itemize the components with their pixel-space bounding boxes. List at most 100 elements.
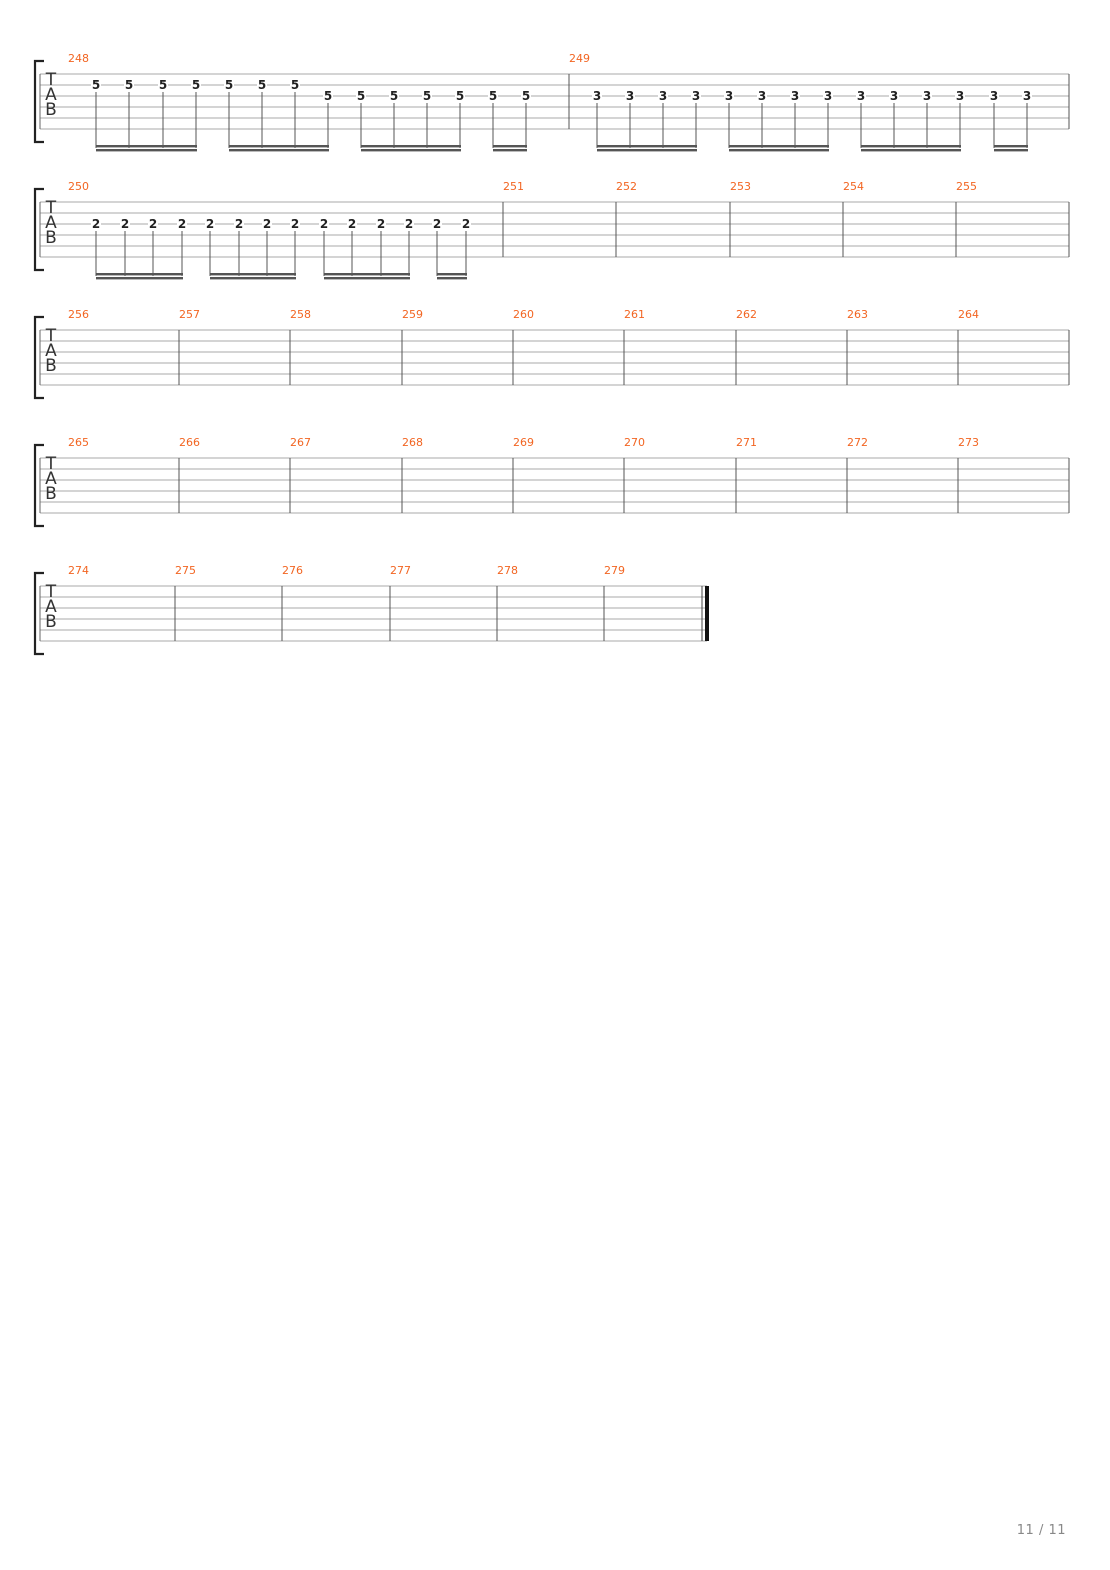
measure-number: 253	[730, 180, 751, 193]
final-barline	[705, 586, 709, 641]
fret-background	[658, 90, 668, 102]
fret-background	[521, 90, 531, 102]
fret-background	[234, 218, 244, 230]
fret-number: 5	[522, 89, 530, 103]
fret-background	[91, 218, 101, 230]
fret-background	[257, 79, 267, 91]
note-beam	[729, 145, 829, 148]
measure-number: 257	[179, 308, 200, 321]
fret-number: 3	[791, 89, 799, 103]
fret-background	[955, 90, 965, 102]
measure-number: 256	[68, 308, 89, 321]
fret-background	[224, 79, 234, 91]
fret-background	[389, 90, 399, 102]
fret-number: 3	[626, 89, 634, 103]
tab-clef-letter: A	[45, 341, 57, 361]
fret-number: 2	[348, 217, 356, 231]
fret-number: 2	[206, 217, 214, 231]
measure-number: 267	[290, 436, 311, 449]
fret-number: 5	[423, 89, 431, 103]
fret-number: 5	[291, 78, 299, 92]
measure-number: 278	[497, 564, 518, 577]
measure-number: 265	[68, 436, 89, 449]
measure-number: 269	[513, 436, 534, 449]
fret-background	[790, 90, 800, 102]
note-beam	[994, 145, 1028, 148]
fret-background	[461, 218, 471, 230]
system-bracket	[33, 315, 44, 400]
fret-number: 2	[149, 217, 157, 231]
fret-number: 5	[125, 78, 133, 92]
measure-number: 271	[736, 436, 757, 449]
fret-background	[691, 90, 701, 102]
fret-background	[422, 90, 432, 102]
fret-number: 2	[178, 217, 186, 231]
note-beam	[210, 277, 296, 280]
note-beam	[861, 149, 961, 152]
note-beam	[437, 273, 467, 276]
measure-number: 274	[68, 564, 89, 577]
fret-background	[262, 218, 272, 230]
tab-clef-letter: B	[45, 100, 57, 120]
tab-clef-letter: B	[45, 484, 57, 504]
fret-number: 2	[291, 217, 299, 231]
fret-background	[290, 79, 300, 91]
fret-background	[148, 218, 158, 230]
fret-number: 5	[192, 78, 200, 92]
note-beam	[229, 149, 329, 152]
fret-number: 5	[489, 89, 497, 103]
fret-number: 5	[456, 89, 464, 103]
fret-number: 3	[990, 89, 998, 103]
fret-background	[455, 90, 465, 102]
fret-background	[376, 218, 386, 230]
note-beam	[96, 277, 183, 280]
fret-number: 3	[593, 89, 601, 103]
tab-clef-letter: A	[45, 469, 57, 489]
page-number: 11 / 11	[1016, 1523, 1066, 1538]
fret-background	[158, 79, 168, 91]
fret-background	[823, 90, 833, 102]
fret-number: 3	[725, 89, 733, 103]
fret-background	[432, 218, 442, 230]
fret-number: 3	[659, 89, 667, 103]
measure-number: 252	[616, 180, 637, 193]
measure-number: 272	[847, 436, 868, 449]
fret-background	[404, 218, 414, 230]
fret-number: 2	[377, 217, 385, 231]
measure-number: 275	[175, 564, 196, 577]
measure-number: 258	[290, 308, 311, 321]
fret-background	[488, 90, 498, 102]
fret-background	[592, 90, 602, 102]
tab-clef-letter: B	[45, 228, 57, 248]
measure-number: 273	[958, 436, 979, 449]
fret-number: 2	[462, 217, 470, 231]
measure-number: 279	[604, 564, 625, 577]
note-beam	[994, 149, 1028, 152]
measure-number: 248	[68, 52, 89, 65]
measure-number: 268	[402, 436, 423, 449]
fret-background	[856, 90, 866, 102]
fret-background	[989, 90, 999, 102]
tab-clef-letter: A	[45, 597, 57, 617]
fret-number: 2	[121, 217, 129, 231]
fret-background	[177, 218, 187, 230]
tab-clef-letter: B	[45, 356, 57, 376]
system-bracket	[33, 59, 44, 144]
measure-number: 254	[843, 180, 864, 193]
fret-number: 2	[235, 217, 243, 231]
tab-clef-letter: T	[45, 326, 57, 346]
fret-number: 3	[692, 89, 700, 103]
measure-number: 259	[402, 308, 423, 321]
fret-number: 3	[824, 89, 832, 103]
note-beam	[324, 277, 410, 280]
fret-background	[1022, 90, 1032, 102]
fret-number: 2	[320, 217, 328, 231]
note-beam	[96, 149, 197, 152]
fret-number: 2	[92, 217, 100, 231]
fret-background	[724, 90, 734, 102]
tab-clef-letter: A	[45, 213, 57, 233]
fret-number: 5	[324, 89, 332, 103]
system-bracket	[33, 187, 44, 272]
fret-background	[347, 218, 357, 230]
